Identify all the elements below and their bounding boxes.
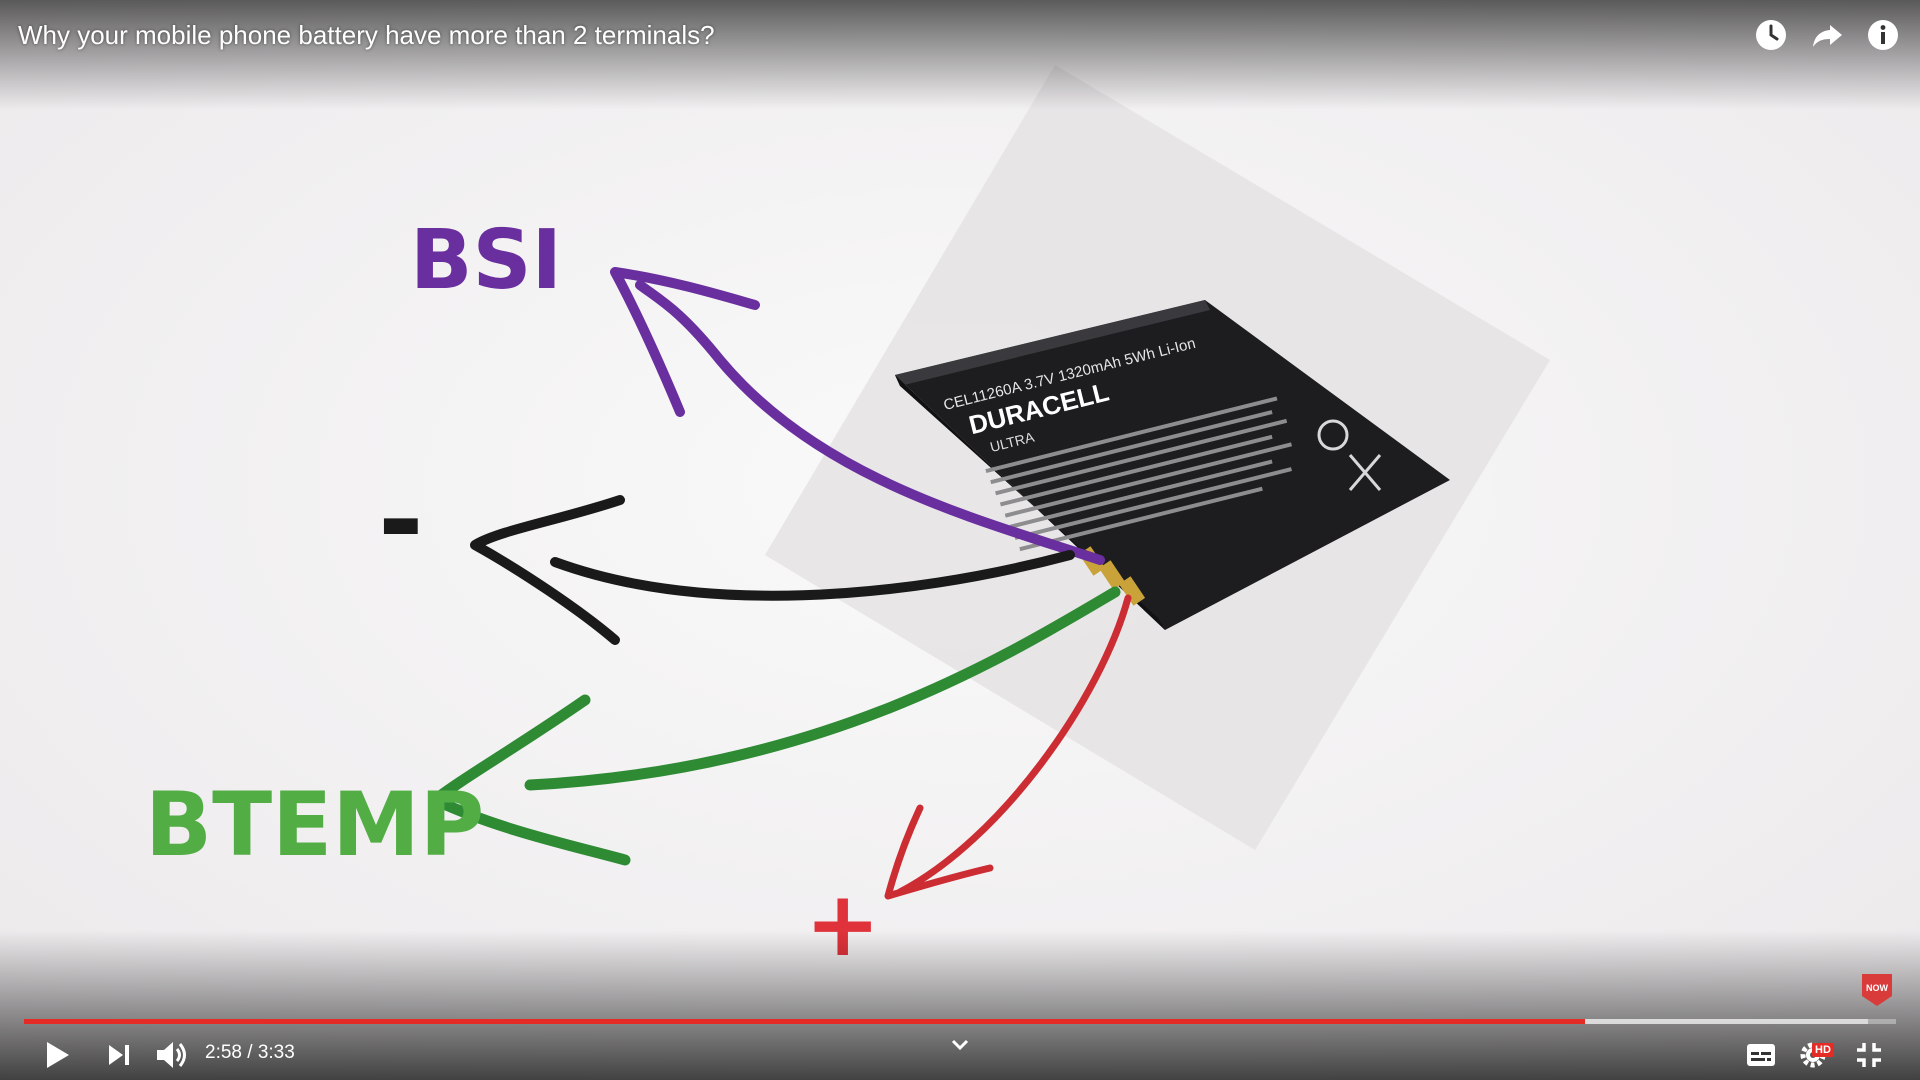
top-gradient [0, 0, 1920, 110]
top-right-actions [1754, 18, 1900, 52]
chevron-down-icon[interactable] [950, 1038, 970, 1052]
minus-arrow [550, 550, 1075, 601]
no-bin-icon [1348, 454, 1382, 491]
duration: 3:33 [257, 1042, 295, 1063]
subscribe-badge-text: NOW [1866, 983, 1889, 993]
clock-icon[interactable] [1754, 18, 1788, 52]
bsi-arrow [635, 280, 1105, 565]
video-title[interactable]: Why your mobile phone battery have more … [18, 20, 715, 50]
progress-bar[interactable] [24, 1019, 1896, 1024]
recycle-icon [1317, 419, 1349, 451]
info-icon[interactable] [1866, 18, 1900, 52]
btemp-label: BTEMP [145, 773, 484, 876]
share-icon[interactable] [1810, 18, 1844, 52]
next-icon[interactable] [106, 1042, 132, 1068]
subscribe-watermark-icon[interactable]: NOW [1858, 970, 1896, 1008]
hd-badge: HD [1812, 1043, 1834, 1057]
minus-label: - [378, 456, 424, 584]
play-icon[interactable] [44, 1040, 72, 1070]
bottom-gradient [0, 930, 1920, 1080]
subtitles-icon[interactable] [1745, 1042, 1777, 1068]
time-separator: / [247, 1042, 258, 1063]
control-bar: 2:58 / 3:33 HD [0, 1030, 1920, 1080]
exit-fullscreen-icon[interactable] [1855, 1041, 1883, 1069]
time-display: 2:58 / 3:33 [205, 1042, 295, 1064]
progress-played [24, 1019, 1586, 1024]
plus-arrow [896, 594, 1132, 896]
bsi-label: BSI [410, 213, 562, 308]
btemp-arrow [524, 586, 1121, 791]
volume-icon[interactable] [155, 1039, 191, 1071]
current-time: 2:58 [205, 1042, 242, 1063]
